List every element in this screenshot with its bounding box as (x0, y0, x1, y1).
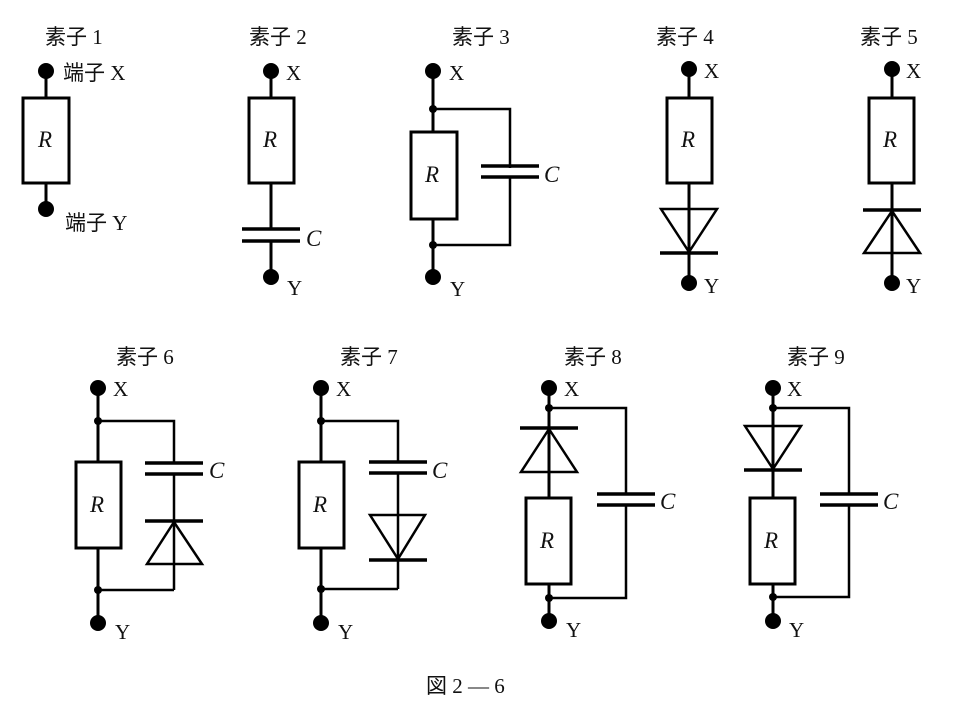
terminal-y-label: Y (566, 618, 581, 642)
element-1-title: 素子 1 (45, 25, 103, 49)
terminal-x-label: X (704, 59, 719, 83)
capacitor-label: C (432, 458, 448, 483)
terminal-y-dot (884, 275, 900, 291)
element-6-title: 素子 6 (116, 345, 174, 369)
resistor (665, 96, 714, 185)
terminal-y-dot (765, 613, 781, 629)
resistor-label: R (312, 492, 327, 517)
terminal-y-dot (313, 615, 329, 631)
terminal-y-label: Y (287, 276, 302, 300)
junction-node (545, 594, 553, 602)
diode-forward-icon (658, 207, 720, 255)
terminal-x-label: X (336, 377, 351, 401)
capacitor-label: C (544, 162, 560, 187)
terminal-x-label: X (449, 61, 464, 85)
wire (773, 505, 851, 599)
element-5-title: 素子 5 (860, 25, 918, 49)
element-9: 素子 9 X R C Y (742, 345, 899, 642)
terminal-y-dot (541, 613, 557, 629)
diode-forward-icon (742, 424, 804, 472)
terminal-y-label: Y (789, 618, 804, 642)
wire (321, 419, 400, 462)
element-9-title: 素子 9 (787, 345, 845, 369)
terminal-x-label: X (906, 59, 921, 83)
diode-forward-icon (367, 513, 428, 562)
junction-node (769, 593, 777, 601)
wire (433, 177, 512, 247)
terminal-y-label: Y (704, 274, 719, 298)
element-7-title: 素子 7 (340, 345, 398, 369)
resistor-label: R (262, 127, 277, 152)
wire (773, 406, 851, 494)
capacitor-label: C (883, 489, 899, 514)
junction-node (429, 241, 437, 249)
terminal-y-dot (38, 201, 54, 217)
diode-reverse-icon (144, 519, 205, 566)
terminal-x-label: X (564, 377, 579, 401)
junction-node (317, 585, 325, 593)
element-8: 素子 8 X R C Y (518, 345, 676, 642)
wire (549, 505, 628, 600)
capacitor-label: C (306, 226, 322, 251)
resistor-label: R (539, 528, 554, 553)
element-5: 素子 5 X R Y (860, 25, 923, 298)
capacitor-label: C (209, 458, 225, 483)
terminal-y-dot (263, 269, 279, 285)
element-4: 素子 4 X R Y (656, 25, 720, 298)
terminal-x-label: X (286, 61, 301, 85)
terminal-y-label: 端子 Y (65, 211, 127, 235)
element-3-title: 素子 3 (452, 25, 510, 49)
terminal-y-label: Y (115, 620, 130, 644)
resistor (247, 96, 296, 185)
element-7: 素子 7 X R C Y (297, 345, 448, 644)
terminal-y-label: Y (450, 277, 465, 301)
diode-reverse-icon (518, 426, 580, 474)
element-2-title: 素子 2 (249, 25, 307, 49)
resistor (524, 496, 573, 586)
terminal-y-dot (90, 615, 106, 631)
junction-node (94, 586, 102, 594)
element-2: 素子 2 X R C Y (242, 25, 322, 300)
resistor-label: R (37, 127, 52, 152)
terminal-y-dot (681, 275, 697, 291)
element-6: 素子 6 X R C Y (74, 345, 225, 644)
terminal-x-label: X (787, 377, 802, 401)
resistor-label: R (882, 127, 897, 152)
resistor (21, 96, 71, 185)
terminal-y-label: Y (338, 620, 353, 644)
element-1: 素子 1 端子 X R 端子 Y (21, 25, 127, 235)
resistor (409, 130, 459, 221)
element-4-title: 素子 4 (656, 25, 714, 49)
terminal-y-label: Y (906, 274, 921, 298)
capacitor-label: C (660, 489, 676, 514)
figure-caption: 図 2 ― 6 (426, 674, 505, 698)
terminal-x-label: 端子 X (63, 61, 125, 85)
resistor-label: R (89, 492, 104, 517)
resistor-label: R (424, 162, 439, 187)
terminal-x-label: X (113, 377, 128, 401)
element-8-title: 素子 8 (564, 345, 622, 369)
terminal-y-dot (425, 269, 441, 285)
resistor (748, 496, 797, 586)
element-3: 素子 3 X R C Y (409, 25, 560, 301)
resistor-label: R (680, 127, 695, 152)
resistor-label: R (763, 528, 778, 553)
wire (433, 107, 512, 168)
diode-reverse-icon (861, 208, 923, 255)
wire (549, 406, 628, 494)
wire (98, 419, 176, 463)
